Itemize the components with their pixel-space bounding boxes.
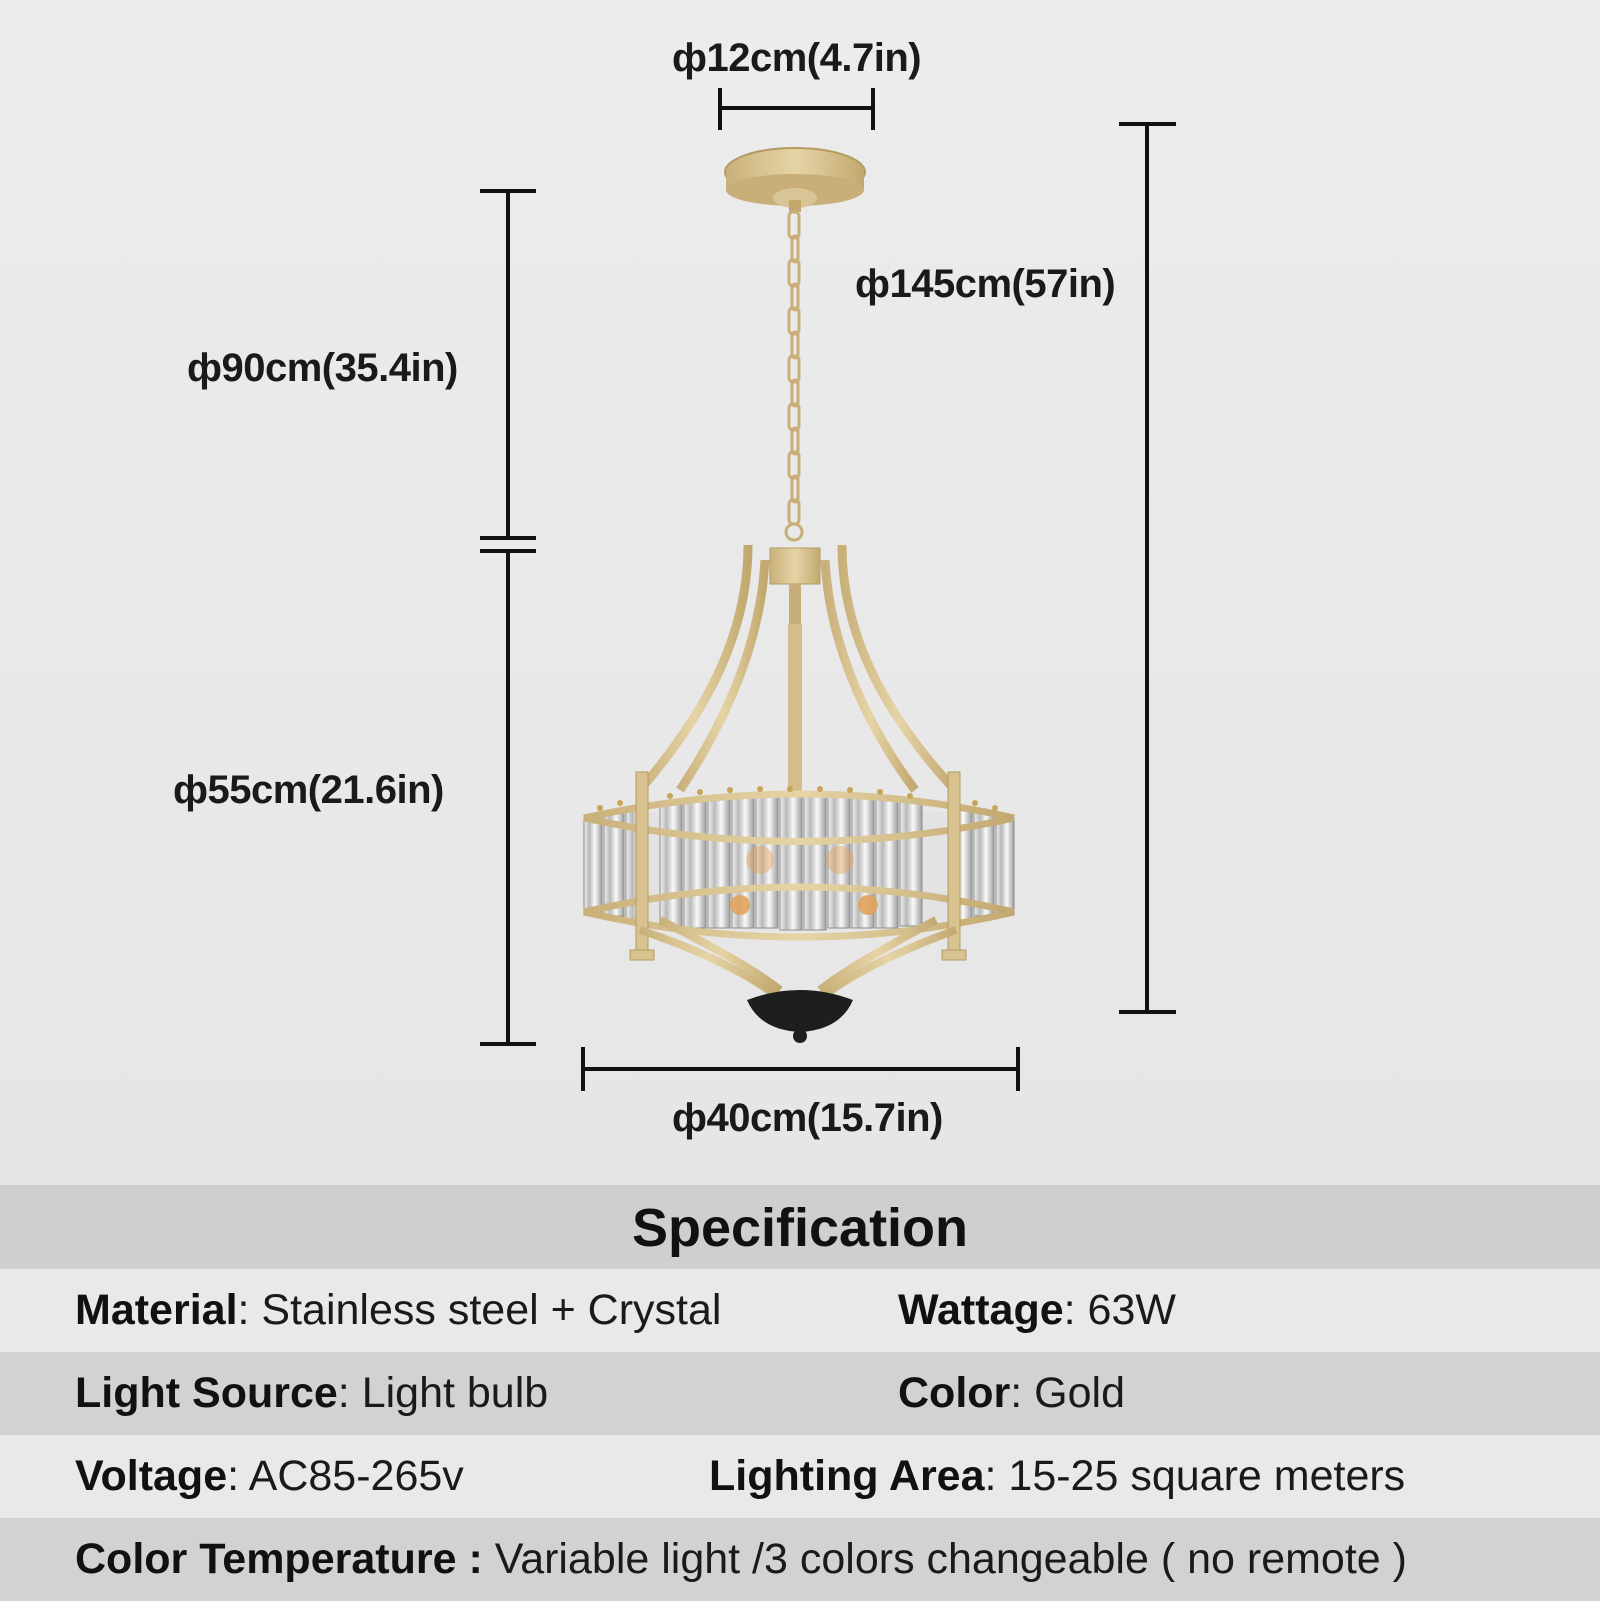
top-cap [769,547,821,585]
chain-length-line [480,189,536,540]
spec-lighting-area: Lighting Area: 15-25 square meters [709,1435,1405,1518]
chain-length-label: ф90cm(35.4in) [187,346,458,390]
body-height-line [480,549,536,1046]
wattage-label: Wattage [898,1286,1064,1334]
color-temperature-value: Variable light /3 colors changeable ( no… [482,1535,1407,1583]
spec-voltage: Voltage: AC85-265v [75,1435,464,1518]
color-value: : Gold [1010,1369,1126,1417]
wattage-value: : 63W [1063,1286,1176,1334]
canopy-width-line [718,88,875,130]
specification-title: Specification [631,1198,969,1258]
voltage-label: Voltage [75,1452,228,1500]
voltage-value: : AC85-265v [227,1452,464,1500]
width-label: ф40cm(15.7in) [672,1096,943,1140]
chandelier-dimension-drawing [480,88,1176,1091]
lighting-area-value: : 15-25 square meters [984,1452,1406,1500]
spec-color: Color: Gold [898,1352,1125,1435]
dimension-lines [480,88,1176,1091]
spec-row-lightsource-color: Light Source: Light bulb Color: Gold [0,1352,1600,1435]
chain [784,210,804,542]
total-height-line [1119,122,1176,1014]
material-value: : Stainless steel + Crystal [237,1286,722,1334]
spec-material: Material: Stainless steel + Crystal [75,1269,721,1352]
light-source-value: : Light bulb [337,1369,549,1417]
crystal-drum [582,771,1015,961]
body-width-line [581,1047,1020,1091]
body-height-label: ф55cm(21.6in) [173,768,444,812]
ceiling-canopy [724,147,866,212]
color-temperature-label: Color Temperature : [75,1535,483,1583]
lower-arms [638,916,958,999]
color-label: Color [898,1369,1011,1417]
spec-row-material-wattage: Material: Stainless steel + Crystal Watt… [0,1269,1600,1352]
bottom-finial [747,990,853,1043]
spec-color-temperature: Color Temperature : Variable light /3 co… [75,1518,1407,1601]
specification-header: Specification [0,1185,1600,1269]
total-height-label: ф145cm(57in) [855,262,1116,306]
spec-wattage: Wattage: 63W [898,1269,1176,1352]
light-source-label: Light Source [75,1369,338,1417]
bulb-glow [730,846,878,915]
spec-row-voltage-area: Voltage: AC85-265v Lighting Area: 15-25 … [0,1435,1600,1518]
frame-arms [636,544,959,794]
canopy-diameter-label: ф12cm(4.7in) [672,36,922,80]
spec-light-source: Light Source: Light bulb [75,1352,548,1435]
material-label: Material [75,1286,238,1334]
lighting-area-label: Lighting Area [709,1452,985,1500]
spec-row-color-temperature: Color Temperature : Variable light /3 co… [0,1518,1600,1601]
